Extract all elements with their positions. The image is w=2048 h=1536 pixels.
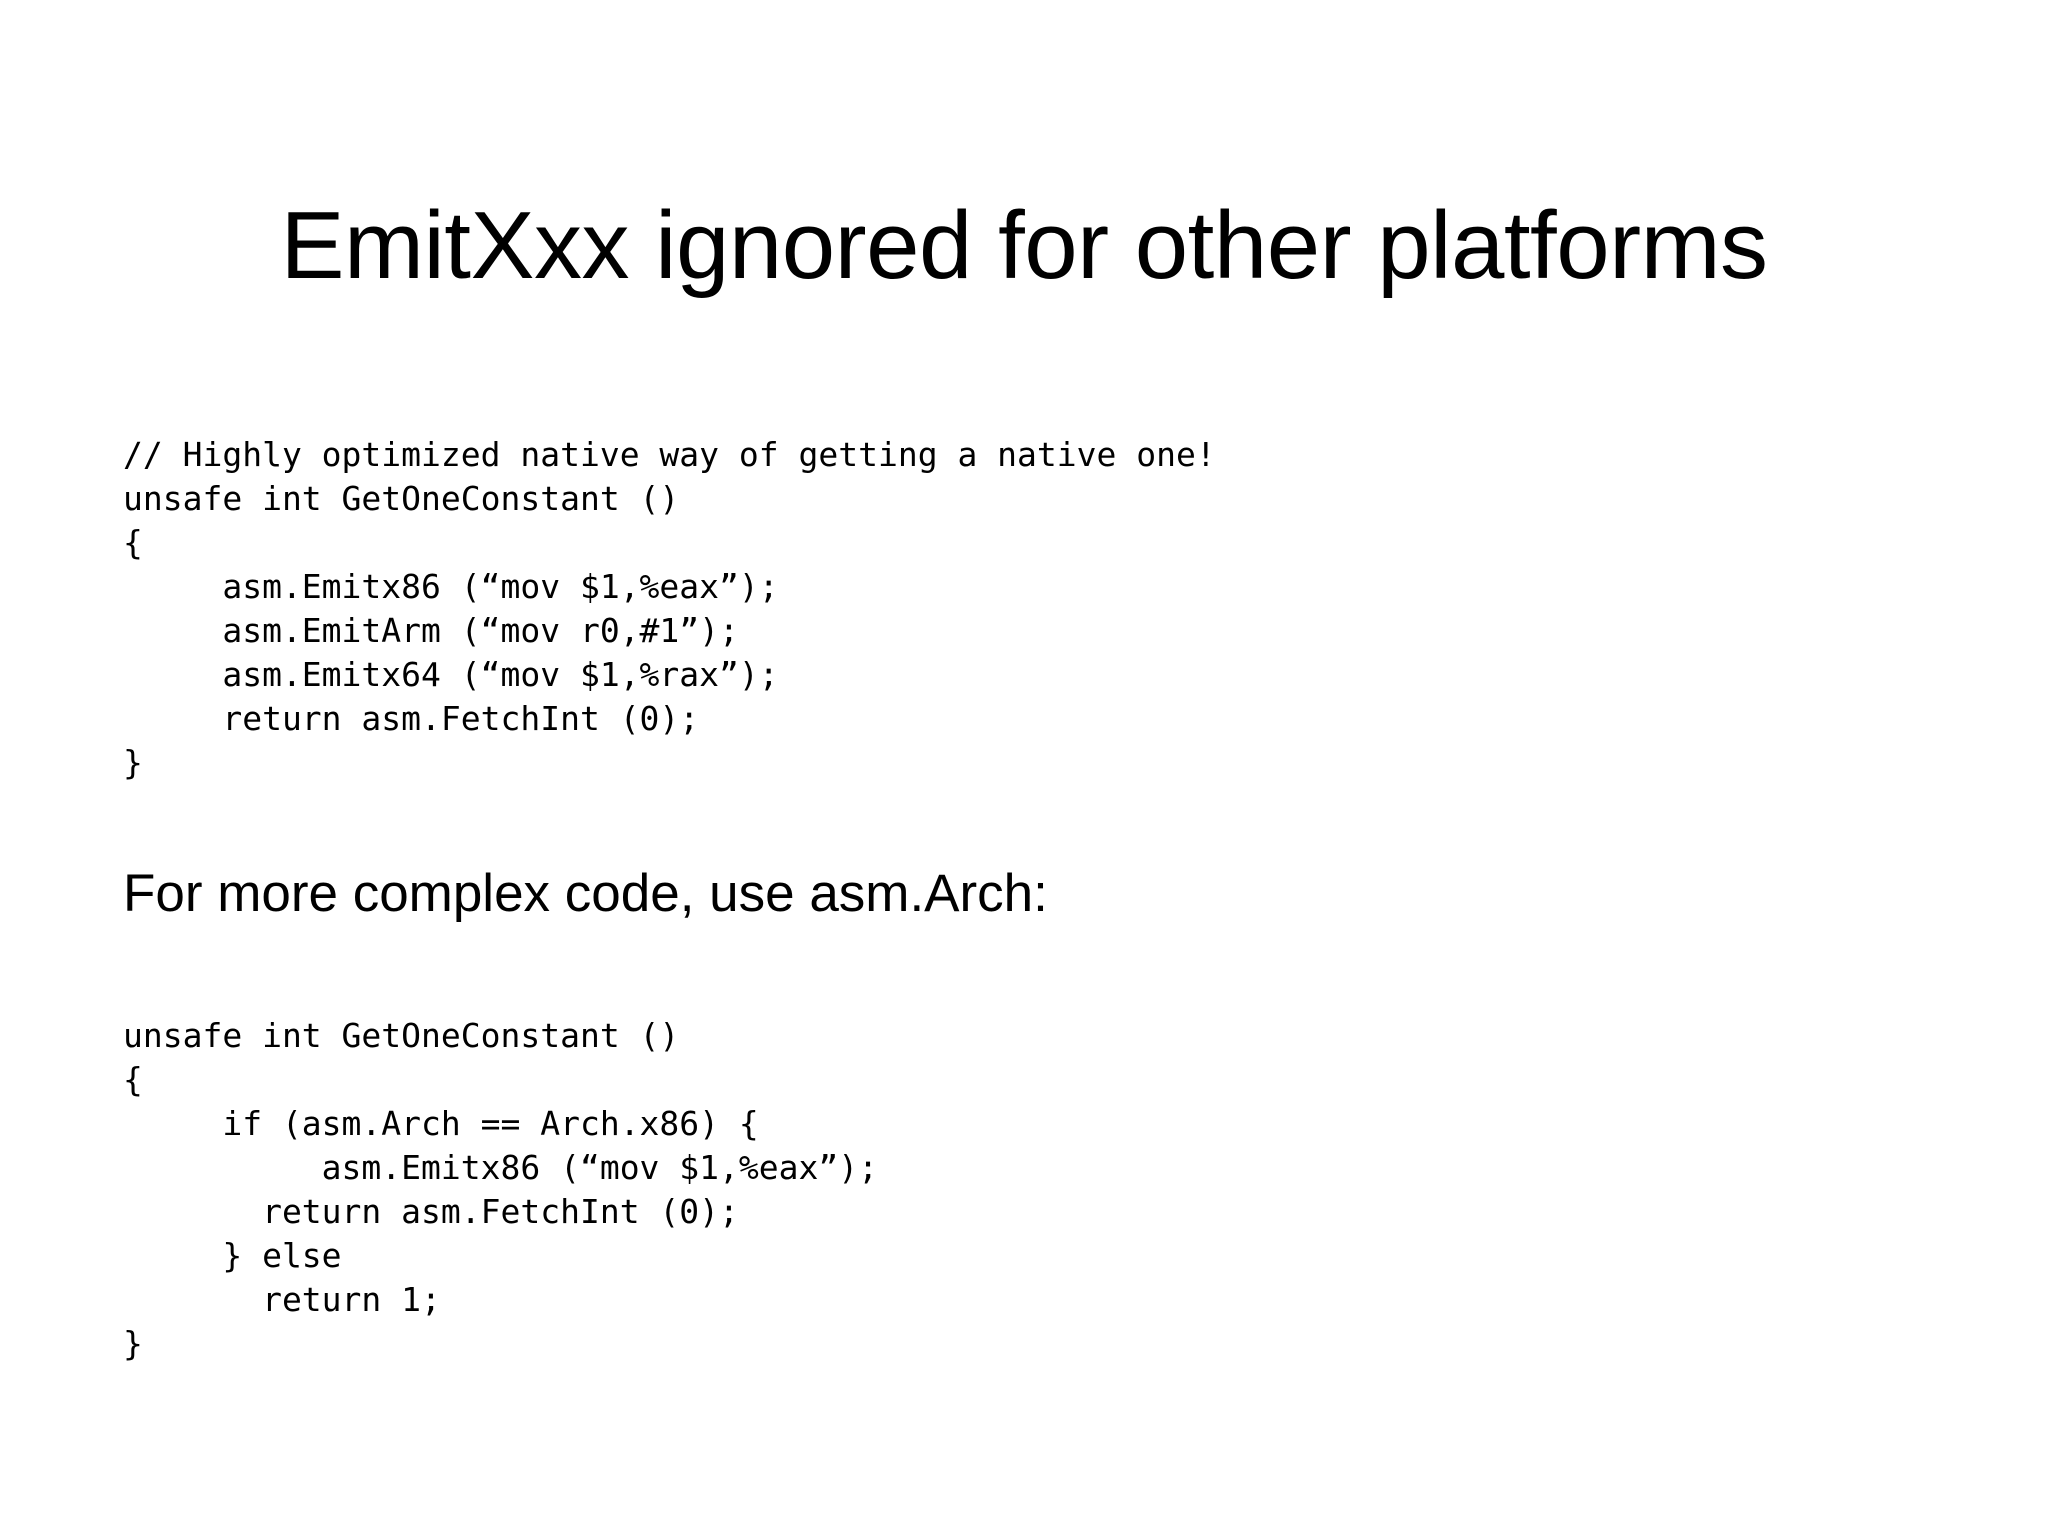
code-line: } (123, 1323, 143, 1363)
code-line: return asm.FetchInt (0); (123, 1191, 739, 1231)
spacer (123, 925, 1943, 981)
code-line: if (asm.Arch == Arch.x86) { (123, 1103, 759, 1143)
code-line: return asm.FetchInt (0); (123, 699, 700, 738)
slide-body-content: // Highly optimized native way of gettin… (123, 400, 1943, 1399)
page-title: EmitXxx ignored for other platforms (280, 192, 1768, 300)
section-heading-asm-arch: For more complex code, use asm.Arch: (123, 864, 1048, 923)
code-line: unsafe int GetOneConstant () (123, 479, 680, 518)
code-line: asm.Emitx86 (“mov $1,%eax”); (123, 567, 779, 606)
code-line: { (123, 1059, 143, 1099)
spacer (123, 818, 1943, 864)
code-line: asm.Emitx86 (“mov $1,%eax”); (123, 1147, 878, 1187)
code-block-asm-arch: unsafe int GetOneConstant (){ if (asm.Ar… (123, 1014, 1943, 1366)
code-line: asm.Emitx64 (“mov $1,%rax”); (123, 655, 779, 694)
code-line: } else (123, 1235, 342, 1275)
code-line: return 1; (123, 1279, 441, 1319)
code-line: // Highly optimized native way of gettin… (123, 435, 1216, 474)
code-line: } (123, 743, 143, 782)
code-line: { (123, 523, 143, 562)
code-line: asm.EmitArm (“mov r0,#1”); (123, 611, 739, 650)
code-line: unsafe int GetOneConstant () (123, 1015, 680, 1055)
code-block-native-emit: // Highly optimized native way of gettin… (123, 433, 1943, 785)
